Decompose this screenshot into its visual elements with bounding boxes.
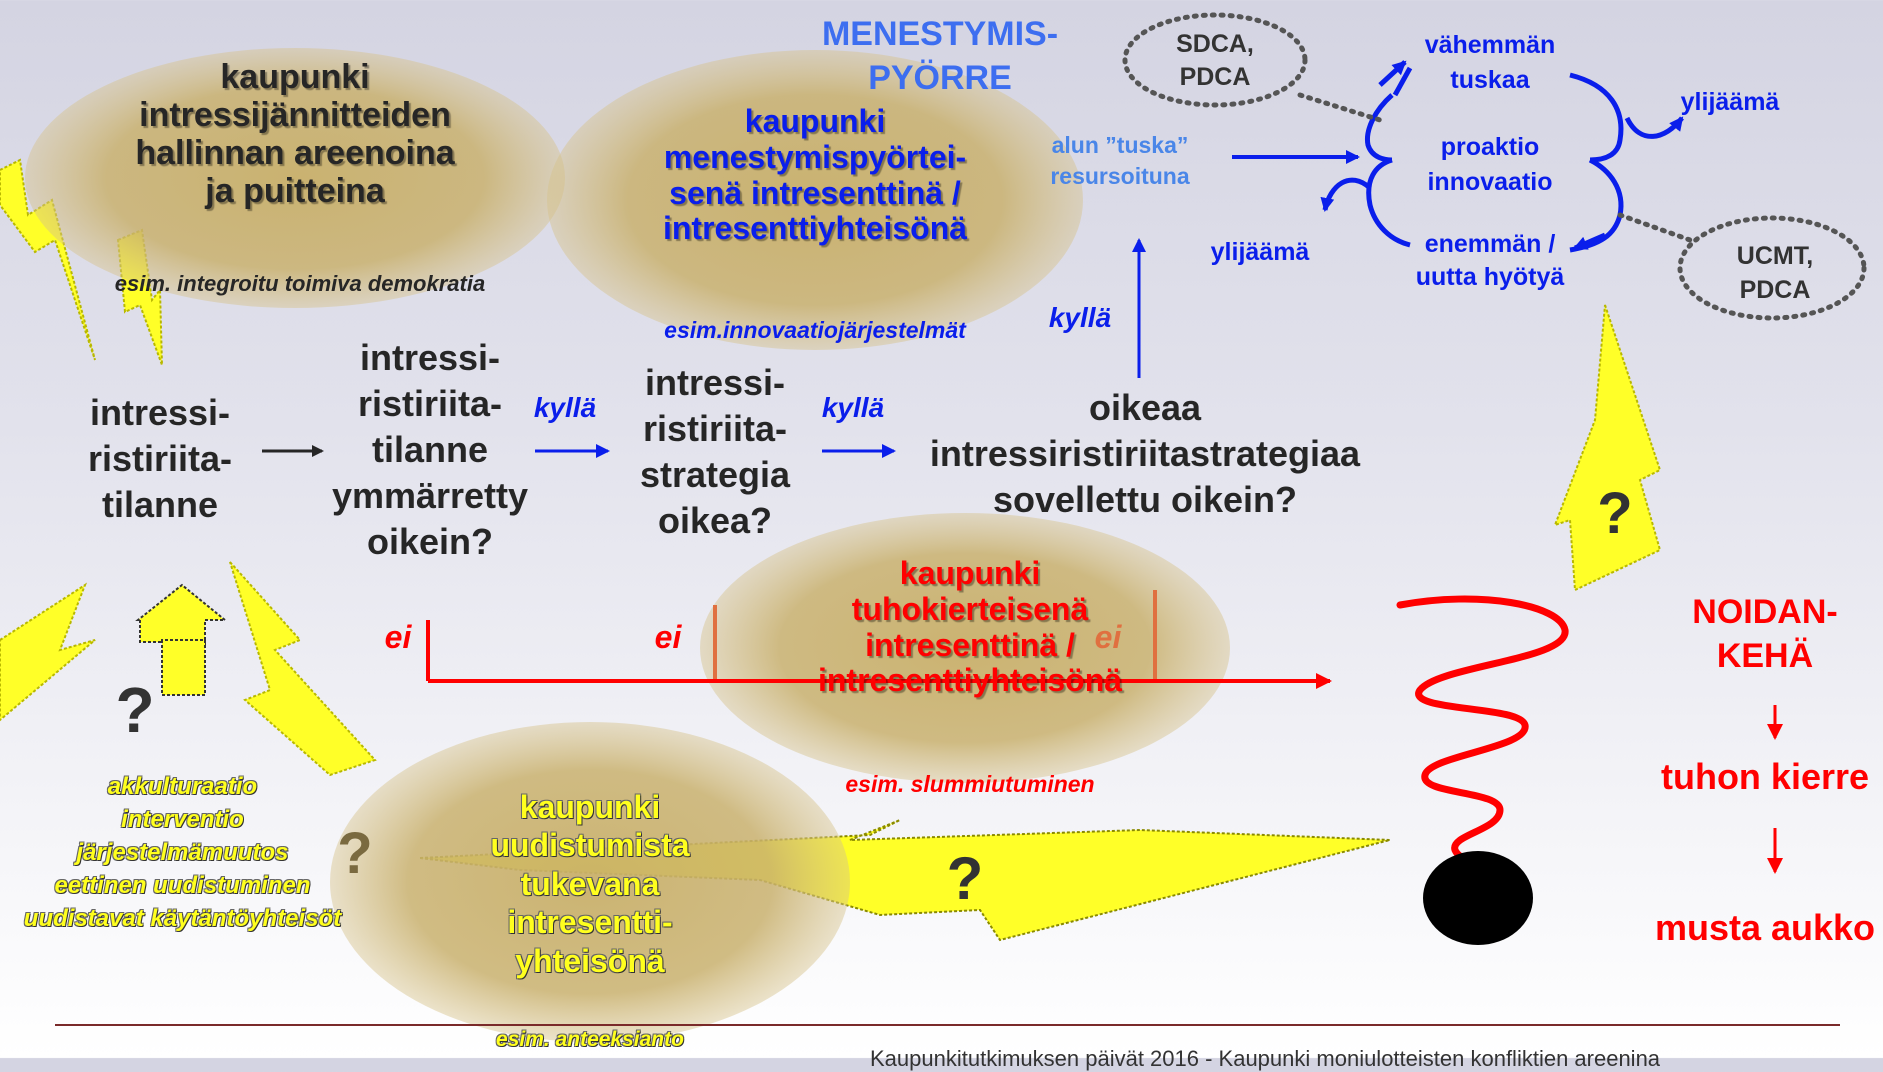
surplus-right: ylijäämä [1680, 88, 1780, 116]
vicious-spiral: tuhon kierre [1660, 756, 1870, 797]
question-mark-bottom: ? [946, 845, 984, 912]
no-label-2: ei [654, 619, 682, 655]
lightning-center-low [229, 561, 377, 777]
vicious-end: musta aukko [1654, 907, 1876, 948]
question-mark-left: ? [115, 674, 155, 746]
ellipse-areena [25, 48, 565, 308]
spiral-arrow-top [1378, 60, 1407, 87]
yes-label-3: kyllä [1048, 302, 1112, 333]
uudistus-title: kaupunki uudistumista tukevana intresent… [490, 789, 690, 979]
no-label-1: ei [384, 619, 412, 655]
spiral-title: MENESTYMIS- PYÖRRE [821, 15, 1059, 98]
lightning-left-low [0, 582, 96, 722]
question-mark-right: ? [1597, 481, 1633, 546]
proactive-innovation: proaktio innovaatio [1427, 133, 1553, 196]
cycle-bottom-bubble [1677, 215, 1867, 321]
no-label-3: ei [1094, 619, 1122, 655]
yes-label-1: kyllä [533, 392, 597, 423]
ellipse-tuho [700, 513, 1230, 783]
flow-step-1: intressi- ristiriita- tilanne [87, 392, 233, 526]
cycle-top-connector [1297, 92, 1383, 123]
tuho-title: kaupunki tuhokierteisenä intresenttinä /… [817, 555, 1123, 699]
yellow-up-arrow [135, 583, 228, 696]
more-benefit: enemmän / uutta hyötyä [1415, 230, 1565, 291]
cycle-top-label: SDCA, PDCA [1176, 30, 1254, 91]
yes-label-2: kyllä [821, 392, 885, 423]
cycle-top-bubble [1122, 12, 1308, 108]
spiral-arrow-bottom [1573, 232, 1606, 251]
menestys-title: kaupunki menestymispyörtei- senä intrese… [662, 103, 968, 247]
cycle-bottom-connector [1617, 212, 1693, 243]
flow-step-2: intressi- ristiriita- tilanne ymmärretty… [331, 337, 529, 563]
cycle-bottom-label: UCMT, PDCA [1736, 242, 1814, 304]
areena-example: esim. integroitu toimiva demokratia [114, 271, 486, 296]
question-mark-mid: ? [337, 821, 373, 886]
flow-step-3: intressi- ristiriita- strategia oikea? [639, 362, 791, 542]
ellipse-uudistus [330, 722, 850, 1042]
menestys-example: esim.innovaatiojärjestelmät [664, 317, 966, 343]
pain-resourced: alun ”tuska” resursoituna [1050, 132, 1190, 190]
areena-title: kaupunki intressijännitteiden hallinnan … [135, 58, 455, 211]
ellipse-menestys [547, 50, 1083, 350]
footer-text: Kaupunkitutkimuksen päivät 2016 - Kaupun… [870, 1046, 1661, 1071]
flow-step-4: oikeaa intressiristiriitastrategiaa sove… [929, 387, 1361, 521]
no-path [426, 590, 1332, 689]
lightning-right [1553, 304, 1662, 592]
vicious-title: NOIDAN- KEHÄ [1692, 593, 1838, 676]
tuho-example: esim. slummiutuminen [845, 771, 1095, 797]
less-pain: vähemmän tuskaa [1424, 31, 1556, 94]
interventions-list: akkulturaatio interventio järjestelmämuu… [23, 773, 342, 933]
red-spiral [1396, 595, 1569, 872]
black-hole [1423, 851, 1533, 945]
success-spiral [1320, 66, 1684, 253]
lightning-left-top [0, 158, 96, 361]
uudistus-example: esim. anteeksianto [496, 1028, 684, 1051]
surplus-left: ylijäämä [1210, 238, 1310, 266]
